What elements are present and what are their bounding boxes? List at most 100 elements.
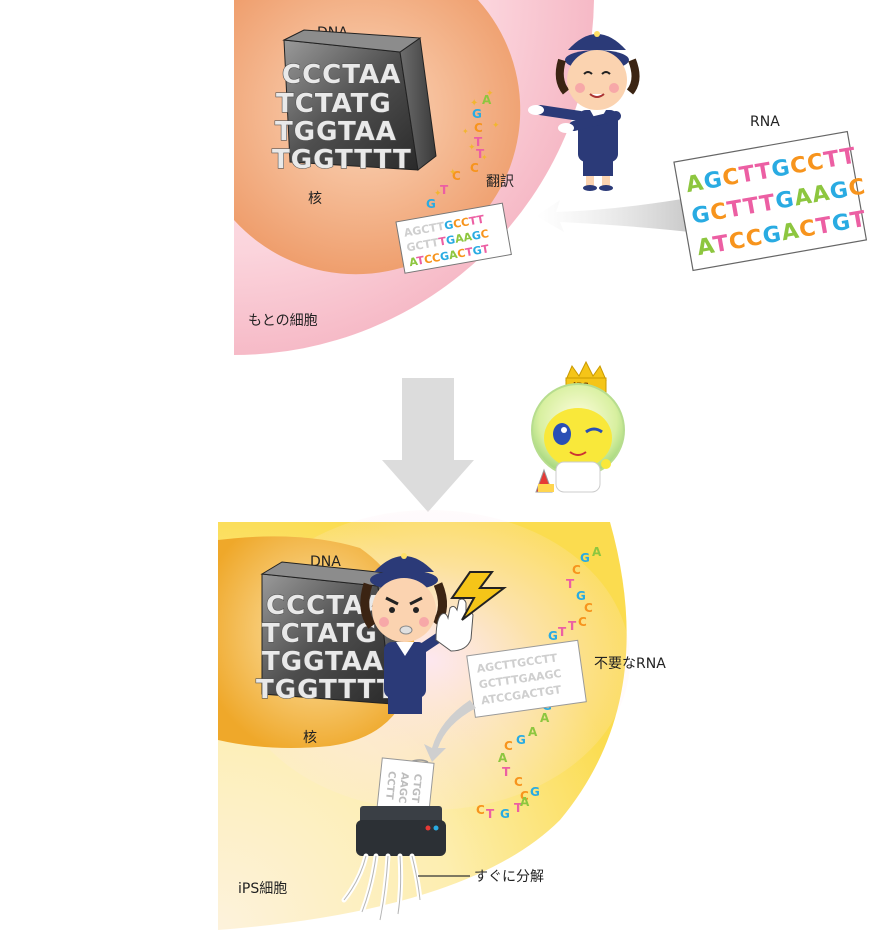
translated-rna-paper: AGCTTGCCTT GCTTTGAAGC ATCCGACTGT — [395, 202, 512, 274]
top-dna-line: TGGTAA — [275, 117, 397, 147]
rna-paper: RNA AGCTTGCCTT GCTTTGAAGC ATCCGACTGT — [673, 114, 869, 272]
officer-stopping — [360, 553, 474, 714]
rna-base: T — [738, 161, 759, 188]
rna-base: A — [448, 248, 459, 262]
rna-base: G — [774, 187, 797, 215]
rna-base: T — [758, 190, 778, 217]
strand-base: T — [502, 765, 511, 779]
rna-base: C — [805, 149, 826, 177]
rna-base: T — [428, 221, 438, 235]
strand-base: G — [580, 551, 590, 565]
top-cell: DNA 核 CCCTAA TCTATG TGGTAA TGGTTTT AGCTT… — [234, 0, 594, 355]
bottom-cell-label: iPS細胞 — [238, 881, 287, 897]
strand-base: A — [528, 725, 538, 739]
strand-base: A — [540, 711, 550, 725]
rna-base: T — [476, 213, 486, 227]
rna-base: G — [472, 244, 483, 258]
bottom-dna-line: TGGTAA — [262, 647, 384, 677]
shredder-icon: CCTT AAGC CTGT — [341, 757, 446, 923]
strand-base: C — [578, 615, 587, 629]
translation-label: 翻訳 — [486, 174, 514, 190]
rna-base: G — [690, 202, 713, 230]
strand-base: C — [514, 775, 523, 789]
bottom-nucleus-label: 核 — [303, 730, 317, 746]
floating-base: C — [452, 169, 461, 183]
rna-base: G — [770, 155, 793, 183]
strand-base: C — [572, 563, 581, 577]
rna-base: A — [684, 170, 706, 198]
strand-base: A — [520, 795, 530, 809]
rna-base: A — [403, 225, 414, 239]
rna-base: C — [460, 215, 470, 229]
svg-text:✦: ✦ — [462, 127, 469, 136]
rna-base: C — [708, 199, 729, 227]
rna-base: G — [761, 222, 784, 250]
floating-base: G — [472, 107, 482, 121]
translated-rna-line: ATCCGACTGT — [408, 242, 490, 269]
rna-base: T — [468, 214, 478, 228]
rna-base: T — [725, 196, 746, 223]
top-dna-line: TGGTTTT — [272, 145, 412, 175]
rna-base: G — [439, 249, 450, 263]
rna-base: C — [480, 227, 490, 241]
svg-text:✦: ✦ — [468, 143, 476, 153]
strand-base: T — [486, 807, 495, 821]
strand-base: A — [592, 545, 602, 559]
sparkle-icon: ✦ ✦ ✦ ✦ ✦ ✦ ✦ ✦ — [434, 89, 500, 199]
rna-base: C — [797, 216, 818, 244]
translated-rna-line: GCTTTGAAGC — [406, 227, 490, 254]
officer-welcoming — [528, 31, 640, 191]
bottom-cell: DNA 核 CCCTAA TCTATG TGGTAA TGGTTTT AGCTG… — [218, 510, 666, 930]
floating-base: C — [474, 121, 483, 135]
rna-base: G — [702, 167, 725, 195]
strand-base: C — [504, 739, 513, 753]
ips-mascot: iPS — [531, 360, 625, 493]
rna-base: C — [452, 217, 462, 231]
unneeded-rna-label: 不要なRNA — [594, 656, 666, 672]
rna-base: C — [414, 239, 424, 253]
unneeded-rna-paper: AGCTTGCCTT GCTTTGAAGC ATCCGACTGT — [466, 639, 587, 718]
rna-base: T — [422, 237, 432, 251]
svg-text:✦: ✦ — [486, 89, 494, 99]
rna-base: C — [727, 228, 748, 256]
strand-base: T — [558, 625, 567, 639]
rna-base: C — [847, 174, 868, 202]
rna-base: A — [462, 230, 473, 244]
rna-base: A — [408, 255, 419, 269]
translated-rna-line: AGCTTGCCTT — [403, 213, 486, 240]
strand-base: C — [476, 803, 485, 817]
rna-base: A — [792, 184, 814, 212]
shredded-text: CTGT — [409, 773, 423, 803]
shredded-text: AAGC — [396, 772, 410, 804]
top-nucleus-label: 核 — [308, 191, 322, 207]
strand-base: G — [548, 629, 558, 643]
rna-line: ATCCGACTGT — [695, 207, 868, 261]
rna-base: C — [423, 252, 433, 266]
rna-base: C — [456, 246, 466, 260]
rna-base: C — [721, 164, 742, 192]
top-dna-line: CCCTAA — [282, 60, 401, 90]
rna-base: T — [438, 235, 448, 249]
rna-base: T — [416, 254, 426, 268]
rna-base: T — [711, 231, 731, 258]
rna-line: GCTTTGAAGC — [690, 174, 868, 229]
strand-base: C — [520, 789, 529, 803]
strand-base: A — [498, 751, 508, 765]
rna-base: A — [695, 234, 716, 262]
to-shredder-arrow — [424, 700, 476, 762]
top-dna-line: TCTATG — [276, 89, 392, 119]
floating-base: G — [426, 197, 436, 211]
top-cell-label: もとの細胞 — [248, 313, 318, 329]
svg-text:✦: ✦ — [434, 189, 442, 199]
rna-base: T — [436, 220, 446, 234]
rna-base: A — [780, 219, 802, 247]
rna-base: T — [480, 242, 490, 256]
rna-base: T — [848, 207, 868, 234]
rna-base: T — [754, 158, 774, 185]
rna-base: T — [822, 146, 843, 173]
incoming-rna-arrow — [536, 196, 708, 234]
rna-base: G — [830, 210, 853, 238]
